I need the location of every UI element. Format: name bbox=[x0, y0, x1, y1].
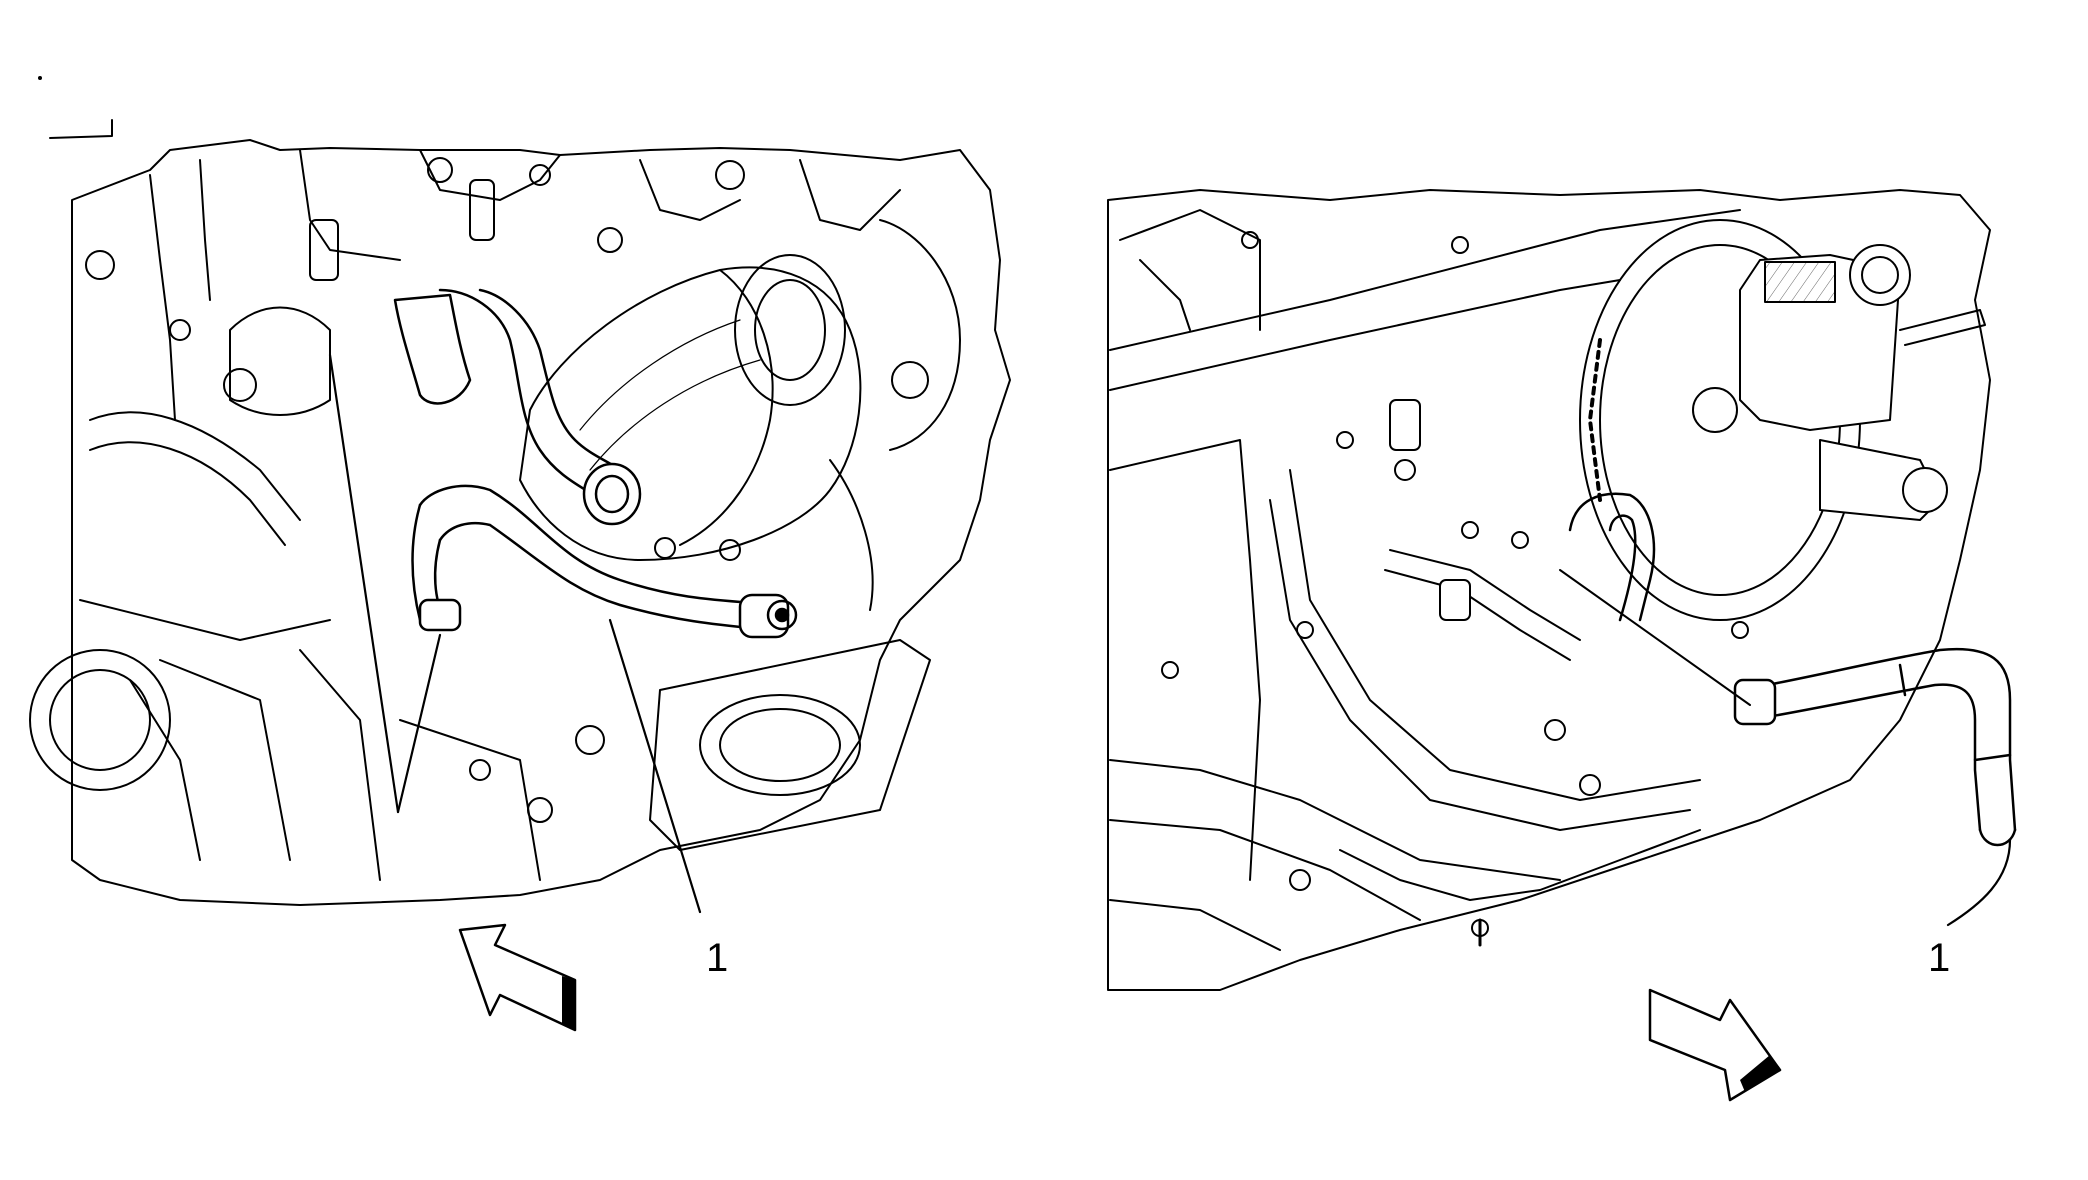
top-bracket-line bbox=[49, 119, 113, 139]
strut-tower-2 bbox=[1139, 259, 1191, 331]
engine-rib-5 bbox=[639, 159, 741, 221]
hose-clamp-bolt bbox=[654, 537, 676, 559]
turbo-housing bbox=[519, 266, 862, 561]
turbo-flange bbox=[734, 254, 846, 406]
hose-clamp-bolt-2 bbox=[719, 539, 741, 561]
turbo-drain-pipe bbox=[829, 459, 874, 611]
engine-rib-4 bbox=[419, 149, 561, 201]
pulley-inner bbox=[49, 669, 151, 771]
heater-hose-callout-1 bbox=[411, 484, 798, 639]
heater-pipe bbox=[1389, 549, 1581, 641]
heater-hose-right-callout-1 bbox=[1733, 647, 2017, 847]
firewall-crease-2 bbox=[1269, 499, 1691, 831]
front-direction-arrow-left bbox=[458, 923, 577, 1032]
top-sensors bbox=[85, 157, 745, 402]
turbo-shade-2 bbox=[589, 359, 761, 471]
upper-coolant-hose bbox=[393, 288, 642, 526]
brake-line bbox=[1899, 309, 1986, 346]
callout-number-left: 1 bbox=[706, 936, 729, 980]
left-coolant-pipe-lower bbox=[89, 441, 286, 546]
inner-fender-line bbox=[1109, 439, 1261, 881]
left-coolant-pipe bbox=[89, 411, 301, 521]
vacuum-hose bbox=[1568, 492, 1656, 622]
callout-number-right: 1 bbox=[1928, 936, 1951, 980]
firewall-outline bbox=[1107, 189, 1991, 991]
engine-rib-1 bbox=[149, 174, 176, 421]
block-rib-a bbox=[129, 679, 201, 861]
lower-pan-3 bbox=[1109, 899, 1281, 951]
lower-pan-4 bbox=[1339, 829, 1701, 901]
exhaust-port-inner bbox=[719, 708, 841, 782]
block-rib-c bbox=[299, 649, 381, 881]
front-direction-arrow-right bbox=[1648, 988, 1782, 1102]
block-bolt-3 bbox=[527, 797, 553, 823]
compressor-right bbox=[879, 219, 961, 451]
exhaust-gasket bbox=[649, 639, 931, 851]
heater-pipe-2 bbox=[1384, 569, 1571, 661]
leader-line-left-2 bbox=[328, 353, 400, 814]
stray-dot bbox=[38, 76, 42, 80]
reservoir-sensor bbox=[1764, 261, 1836, 303]
vacuum-hose-inner bbox=[1608, 514, 1637, 622]
turbo-shade-1 bbox=[579, 319, 741, 431]
pulley-outer bbox=[29, 649, 171, 791]
lower-pan-2 bbox=[1109, 819, 1421, 921]
engine-block-outline bbox=[71, 139, 1011, 906]
thermostat-housing bbox=[229, 306, 331, 416]
engine-rib-3 bbox=[299, 149, 401, 261]
pipe-clamp bbox=[1439, 579, 1471, 621]
leader-line-left-1 bbox=[608, 618, 702, 914]
engine-rib-2 bbox=[199, 159, 211, 301]
exhaust-port bbox=[699, 694, 861, 796]
booster-fitting bbox=[1692, 387, 1738, 433]
left-engine-illustration bbox=[29, 119, 1011, 914]
block-bolt-2 bbox=[469, 759, 491, 781]
leader-line-right-2 bbox=[1946, 838, 2012, 927]
firewall-crease-1 bbox=[1289, 469, 1701, 801]
compressor-bolt bbox=[891, 361, 929, 399]
leader-line-right-1 bbox=[1559, 569, 1751, 706]
reservoir-cap-inner bbox=[1861, 256, 1899, 294]
cowl-brace-top bbox=[1109, 209, 1741, 351]
reservoir-cap bbox=[1849, 244, 1911, 306]
engine-rib-6 bbox=[799, 159, 901, 231]
right-firewall-illustration bbox=[1107, 189, 2017, 991]
block-bolt-1 bbox=[575, 725, 605, 755]
turbo-flange-inner bbox=[754, 279, 826, 381]
strut-tower-1 bbox=[1119, 209, 1261, 331]
lower-pan-1 bbox=[1109, 759, 1561, 881]
block-rib-e bbox=[79, 599, 331, 641]
block-rib-b bbox=[159, 659, 291, 861]
turbo-housing-seam bbox=[679, 269, 774, 546]
leader-line-left-3 bbox=[396, 633, 442, 814]
booster-ribs bbox=[1588, 338, 1602, 502]
cowl-brace-bottom bbox=[1109, 279, 1621, 391]
master-cylinder-end bbox=[1902, 467, 1948, 513]
block-rib-d bbox=[399, 719, 541, 881]
